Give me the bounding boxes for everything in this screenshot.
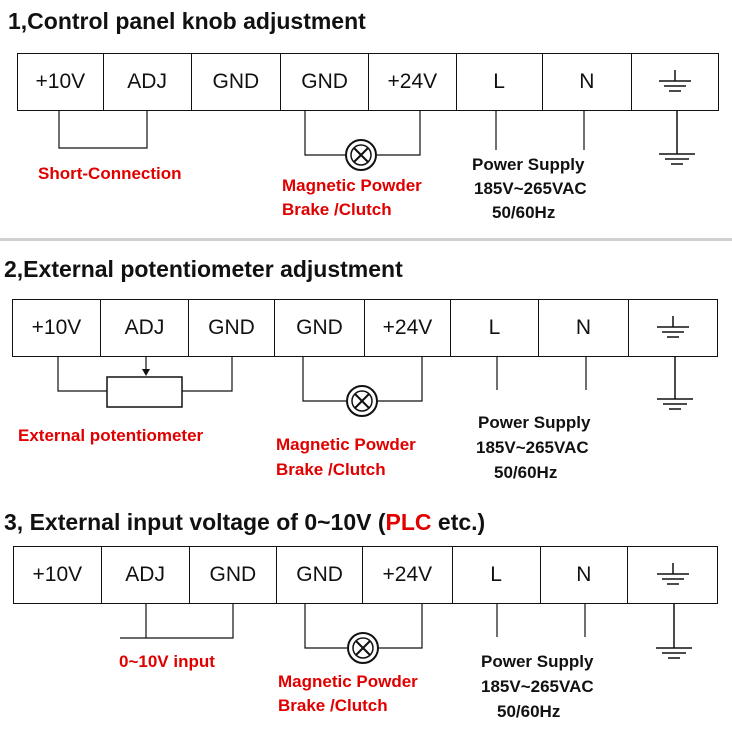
brake-lamp-icon <box>345 139 377 171</box>
wiper-arrow-icon <box>142 369 150 376</box>
brake-label-line2: Brake /Clutch <box>278 696 388 715</box>
terminal-gnd: GND <box>189 300 275 356</box>
section-3-title: 3, External input voltage of 0~10V (PLC … <box>4 509 486 535</box>
terminal-gnd-2: GND <box>281 54 369 110</box>
power-label-line2: 185V~265VAC <box>474 179 587 198</box>
section-1-title: 1,Control panel knob adjustment <box>8 8 366 34</box>
pot-wire-right <box>182 357 233 392</box>
brake-label-line1: Magnetic Powder <box>278 672 418 691</box>
external-potentiometer-label: External potentiometer <box>18 426 204 445</box>
ground-icon <box>659 70 692 92</box>
brake-label-line1: Magnetic Powder <box>276 435 416 454</box>
brake-lamp-icon <box>346 385 378 417</box>
power-label-line1: Power Supply <box>481 652 594 671</box>
terminal-24v: +24V <box>363 547 453 603</box>
terminal-earth <box>628 547 717 603</box>
power-label-line2: 185V~265VAC <box>481 677 594 696</box>
earth-ground-icon <box>659 111 695 165</box>
plc-highlight: PLC <box>385 509 432 535</box>
terminal-gnd: GND <box>192 54 282 110</box>
short-connection-wire <box>58 111 148 149</box>
brake-label-line2: Brake /Clutch <box>282 200 392 219</box>
terminal-adj: ADJ <box>104 54 192 110</box>
terminal-strip-3: +10V ADJ GND GND +24V L N <box>13 546 718 604</box>
section-divider <box>0 238 732 241</box>
terminal-earth <box>629 300 717 356</box>
input-voltage-label: 0~10V input <box>119 652 215 671</box>
terminal-l: L <box>453 547 541 603</box>
brake-wire-left <box>302 357 346 402</box>
terminal-10v: +10V <box>14 547 102 603</box>
terminal-adj: ADJ <box>102 547 190 603</box>
terminal-gnd: GND <box>190 547 278 603</box>
brake-label-line2: Brake /Clutch <box>276 460 386 479</box>
terminal-strip-2: +10V ADJ GND GND +24V L N <box>12 299 718 357</box>
terminal-n: N <box>539 300 629 356</box>
brake-wire-right <box>377 111 421 156</box>
terminal-l: L <box>457 54 543 110</box>
ground-icon <box>657 316 689 338</box>
power-label-line3: 50/60Hz <box>492 203 556 222</box>
section-2-title: 2,External potentiometer adjustment <box>4 256 403 282</box>
terminal-l: L <box>451 300 539 356</box>
brake-label-line1: Magnetic Powder <box>282 176 422 195</box>
terminal-24v: +24V <box>365 300 451 356</box>
terminal-gnd-2: GND <box>277 547 363 603</box>
terminal-adj: ADJ <box>101 300 189 356</box>
brake-lamp-icon <box>347 632 379 664</box>
brake-wire-left <box>304 111 345 156</box>
earth-ground-icon <box>657 357 693 410</box>
input-wire-adj <box>120 604 147 639</box>
brake-wire-right <box>378 357 423 402</box>
ground-icon <box>656 563 689 585</box>
power-label-line3: 50/60Hz <box>494 463 558 482</box>
terminal-strip-1: +10V ADJ GND GND +24V L N <box>17 53 719 111</box>
terminal-n: N <box>543 54 633 110</box>
power-label-line1: Power Supply <box>472 155 585 174</box>
terminal-10v: +10V <box>18 54 104 110</box>
terminal-earth <box>632 54 718 110</box>
terminal-10v: +10V <box>13 300 101 356</box>
earth-ground-icon <box>656 604 692 659</box>
terminal-24v: +24V <box>369 54 457 110</box>
brake-wire-right <box>379 604 423 649</box>
pot-wire-left <box>57 357 107 392</box>
power-label-line1: Power Supply <box>478 413 591 432</box>
power-label-line3: 50/60Hz <box>497 702 561 721</box>
terminal-n: N <box>541 547 629 603</box>
terminal-gnd-2: GND <box>275 300 365 356</box>
short-connection-label: Short-Connection <box>38 164 182 183</box>
input-wire-gnd <box>146 604 234 639</box>
power-label-line2: 185V~265VAC <box>476 438 589 457</box>
brake-wire-left <box>304 604 347 649</box>
potentiometer-icon <box>106 376 183 408</box>
